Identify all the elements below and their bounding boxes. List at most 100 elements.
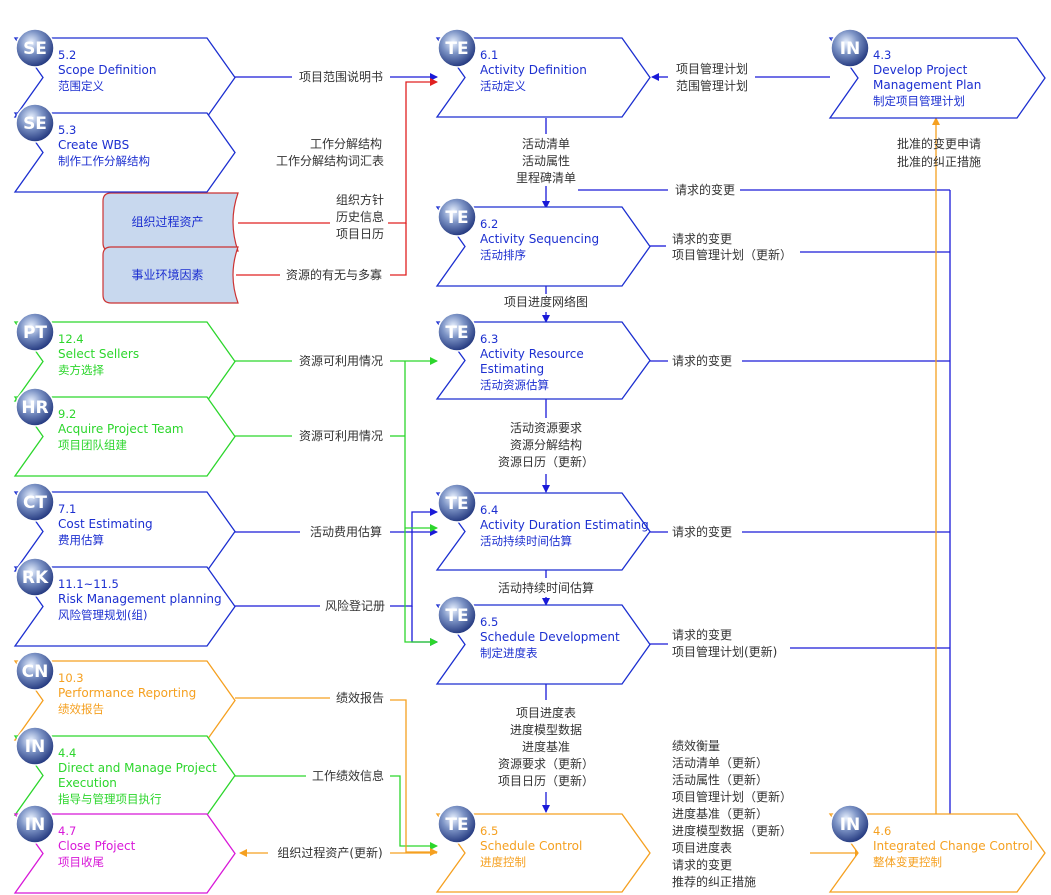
label-p65-out-1: 项目进度表 bbox=[516, 705, 576, 720]
process-name-en: Performance Reporting bbox=[58, 686, 196, 700]
process-shape bbox=[435, 492, 651, 571]
label-p63-out-2: 资源分解结构 bbox=[510, 437, 582, 452]
label-out-1: 绩效衡量 bbox=[672, 738, 720, 753]
asset-label: 事业环境因素 bbox=[131, 267, 203, 282]
label-p65-out-4: 资源要求（更新） bbox=[498, 756, 594, 771]
badge-icon bbox=[437, 28, 477, 68]
asset-eef: 事业环境因素 bbox=[102, 246, 239, 304]
badge-icon bbox=[437, 483, 477, 523]
badge-icon bbox=[15, 103, 55, 143]
label-approved-corrective: 批准的纠正措施 bbox=[897, 154, 981, 169]
connectors bbox=[235, 73, 954, 857]
label-out-9: 推荐的纠正措施 bbox=[672, 874, 756, 889]
badge-code: TE bbox=[445, 323, 468, 343]
badge-icon bbox=[437, 595, 477, 635]
badge-code: SE bbox=[23, 39, 47, 59]
process-name-en: Direct and Manage Project bbox=[58, 761, 217, 775]
label-resource-avail-1: 资源可利用情况 bbox=[299, 354, 383, 368]
badge-icon bbox=[830, 804, 870, 844]
process-name-en: Select Sellers bbox=[58, 347, 139, 361]
process-number: 4.3 bbox=[873, 48, 891, 62]
process-shape bbox=[435, 813, 651, 893]
badge-code: SE bbox=[23, 114, 47, 134]
label-p63-out-1: 活动资源要求 bbox=[510, 421, 582, 435]
badge-code: CN bbox=[22, 662, 49, 682]
process-shape bbox=[435, 321, 651, 400]
label-p61-out-3: 里程碑清单 bbox=[516, 170, 576, 185]
badge-icon bbox=[830, 28, 870, 68]
process-name-cn: 风险管理规划(组) bbox=[58, 608, 147, 622]
process-shape bbox=[828, 37, 1046, 119]
process-name-cn: 项目收尾 bbox=[58, 855, 104, 869]
process-name-en: Create WBS bbox=[58, 138, 129, 152]
label-out-4: 项目管理计划（更新） bbox=[672, 789, 792, 804]
label-cost-est: 活动费用估算 bbox=[310, 524, 382, 539]
process-name-en: Cost Estimating bbox=[58, 517, 153, 531]
process-name-cn: 制定项目管理计划 bbox=[873, 94, 965, 108]
badge-icon bbox=[15, 312, 55, 352]
badge-code: HR bbox=[21, 398, 48, 418]
process-name-en-2: Estimating bbox=[480, 362, 544, 376]
process-shape bbox=[13, 396, 236, 477]
asset-shape bbox=[102, 246, 239, 304]
process-name-cn: 制作工作分解结构 bbox=[58, 154, 150, 168]
label-p61-out-2: 活动属性 bbox=[522, 154, 570, 168]
process-number: 6.3 bbox=[480, 332, 498, 346]
label-approved-change: 批准的变更申请 bbox=[897, 136, 981, 151]
process-number: 7.1 bbox=[58, 502, 76, 516]
process-number: 4.6 bbox=[873, 824, 891, 838]
badge-icon bbox=[15, 804, 55, 844]
badge-icon bbox=[437, 804, 477, 844]
connector-labels: 项目范围说明书 工作分解结构 工作分解结构词汇表 组织方针 历史信息 项目日历 … bbox=[276, 61, 981, 889]
label-duration-est: 活动持续时间估算 bbox=[498, 580, 594, 595]
label-out-3: 活动属性（更新） bbox=[672, 772, 768, 787]
asset-opa: 组织过程资产 bbox=[102, 192, 239, 252]
process-name-en: Develop Project bbox=[873, 63, 968, 77]
process-name-en: Integrated Change Control bbox=[873, 839, 1033, 853]
badge-code: TE bbox=[445, 208, 468, 228]
label-eef: 资源的有无与多寡 bbox=[286, 267, 382, 282]
process-name-cn: 卖方选择 bbox=[58, 363, 104, 377]
process-name-cn: 整体变更控制 bbox=[873, 855, 942, 869]
asset-label: 组织过程资产 bbox=[131, 214, 203, 229]
process-name-en: Scope Definition bbox=[58, 63, 156, 77]
process-number: 6.5 bbox=[480, 824, 498, 838]
process-number: 9.2 bbox=[58, 407, 76, 421]
process-name-en: Schedule Development bbox=[480, 630, 620, 644]
badge-icon bbox=[15, 482, 55, 522]
badge-icon bbox=[437, 197, 477, 237]
process-name-cn: 项目团队组建 bbox=[58, 438, 127, 452]
label-wbs-1: 工作分解结构 bbox=[310, 136, 382, 151]
label-out-5: 进度基准（更新） bbox=[672, 806, 768, 821]
label-change-req-64: 请求的变更 bbox=[672, 524, 732, 539]
process-number: 5.3 bbox=[58, 123, 76, 137]
badge-code: IN bbox=[25, 737, 46, 757]
process-name-en-2: Management Plan bbox=[873, 78, 981, 92]
process-number: 4.4 bbox=[58, 746, 76, 760]
badge-icon bbox=[15, 387, 55, 427]
process-shape bbox=[13, 813, 236, 894]
badge-icon bbox=[437, 312, 477, 352]
badge-icon bbox=[15, 651, 55, 691]
badge-code: IN bbox=[840, 815, 861, 835]
process-shape bbox=[13, 112, 236, 193]
process-name-en: Activity Sequencing bbox=[480, 232, 599, 246]
process-name-en-2: Execution bbox=[58, 776, 117, 790]
badge-code: IN bbox=[25, 815, 46, 835]
badge-code: TE bbox=[445, 39, 468, 59]
label-opa-1: 组织方针 bbox=[336, 192, 384, 207]
label-perf-report: 绩效报告 bbox=[336, 690, 384, 705]
label-network: 项目进度网络图 bbox=[504, 294, 588, 309]
